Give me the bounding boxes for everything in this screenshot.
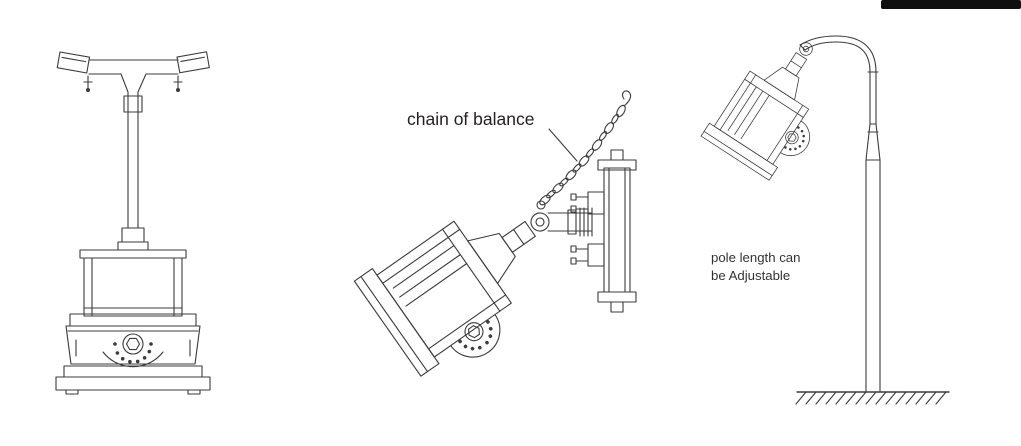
figure-wall-mount: chain of balance: [353, 90, 637, 393]
bracket-screw-right: [173, 75, 183, 92]
chain-label-leader: [548, 128, 578, 162]
lamp-base-plates: [55, 365, 211, 395]
gooseneck-pole: [799, 35, 881, 393]
top-right-bar: [881, 0, 1021, 9]
wall-mount-lamp: [353, 168, 593, 393]
mounting-arm: [547, 207, 593, 237]
pole-mount-lamp: [700, 21, 856, 188]
pendant-pipe: [123, 91, 143, 229]
ground-hatching: [795, 391, 950, 405]
lamp-front-view: [65, 249, 201, 368]
figure-pole-mount: pole length can be Adjustable: [700, 21, 950, 405]
pole-note-line1: pole length can: [711, 250, 800, 265]
balance-chain: [536, 90, 632, 210]
pole-note-line2: be Adjustable: [711, 268, 790, 283]
bracket-wing-right: [176, 51, 210, 74]
chain-label: chain of balance: [407, 109, 534, 129]
chain-hook: [621, 90, 632, 107]
wall-bracket: [570, 149, 637, 313]
bracket-screw-left: [83, 75, 93, 92]
figure-ceiling-mount: [55, 51, 211, 395]
bracket-wing-left: [56, 51, 91, 74]
